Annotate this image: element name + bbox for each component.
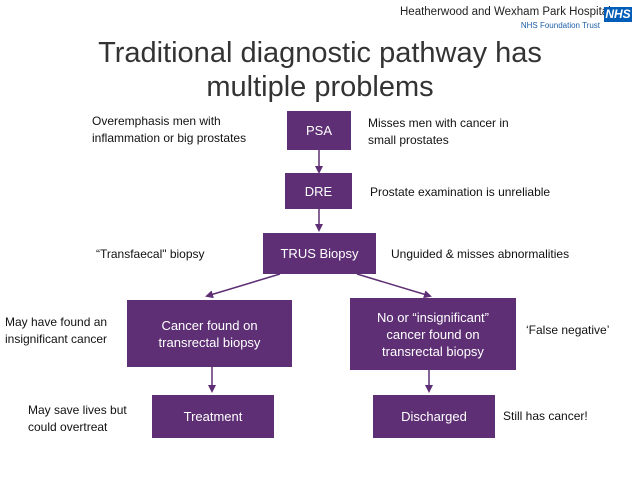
note-cancer-left-line-2: insignificant cancer bbox=[5, 332, 108, 346]
slide-title: Traditional diagnostic pathway has multi… bbox=[40, 36, 600, 104]
note-cancer-left-line-1: May have found an bbox=[5, 315, 108, 329]
note-psa-left: Overemphasis men with inflammation or bi… bbox=[92, 113, 246, 147]
note-psa-right: Misses men with cancer in small prostate… bbox=[368, 115, 509, 149]
note-discharged-right: Still has cancer! bbox=[503, 409, 588, 423]
node-dre: DRE bbox=[285, 173, 352, 209]
note-trus-left: “Transfaecal" biopsy bbox=[96, 247, 205, 261]
node-trus-biopsy: TRUS Biopsy bbox=[263, 233, 376, 274]
note-psa-right-line-2: small prostates bbox=[368, 133, 449, 147]
arrow-trus-nocancer bbox=[356, 273, 432, 299]
note-treatment-left-line-2: could overtreat bbox=[28, 420, 108, 434]
node-no-cancer-line-3: transrectal biopsy bbox=[382, 343, 484, 359]
org-name: Heatherwood and Wexham Park Hospitals bbox=[400, 6, 617, 18]
node-no-cancer-line-1: No or “insignificant” bbox=[377, 309, 489, 325]
title-line-2: multiple problems bbox=[206, 71, 434, 103]
node-treatment: Treatment bbox=[152, 395, 274, 438]
note-cancer-left: May have found an insignificant cancer bbox=[5, 314, 107, 348]
note-psa-right-line-1: Misses men with cancer in bbox=[368, 116, 509, 130]
note-trus-right: Unguided & misses abnormalities bbox=[391, 247, 570, 261]
arrow-trus-cancer bbox=[205, 273, 281, 299]
note-psa-left-line-2: inflammation or big prostates bbox=[92, 131, 247, 145]
node-cancer-found: Cancer found on transrectal biopsy bbox=[127, 300, 292, 367]
note-treatment-left-line-1: May save lives but bbox=[28, 403, 127, 417]
node-psa: PSA bbox=[287, 111, 351, 150]
note-dre-right: Prostate examination is unreliable bbox=[370, 185, 551, 199]
note-false-negative: ‘False negative’ bbox=[526, 323, 610, 337]
org-trust: NHS Foundation Trust bbox=[520, 21, 600, 30]
node-no-cancer-line-2: cancer found on bbox=[386, 326, 480, 342]
note-treatment-left: May save lives but could overtreat bbox=[28, 402, 127, 436]
org-brand: Heatherwood and Wexham Park Hospitals NH… bbox=[400, 6, 617, 30]
node-discharged: Discharged bbox=[373, 395, 495, 438]
node-no-cancer-found: No or “insignificant” cancer found on tr… bbox=[350, 298, 516, 370]
title-line-1: Traditional diagnostic pathway has bbox=[98, 37, 542, 69]
note-psa-left-line-1: Overemphasis men with bbox=[92, 114, 221, 128]
nhs-logo: NHS bbox=[604, 7, 632, 22]
